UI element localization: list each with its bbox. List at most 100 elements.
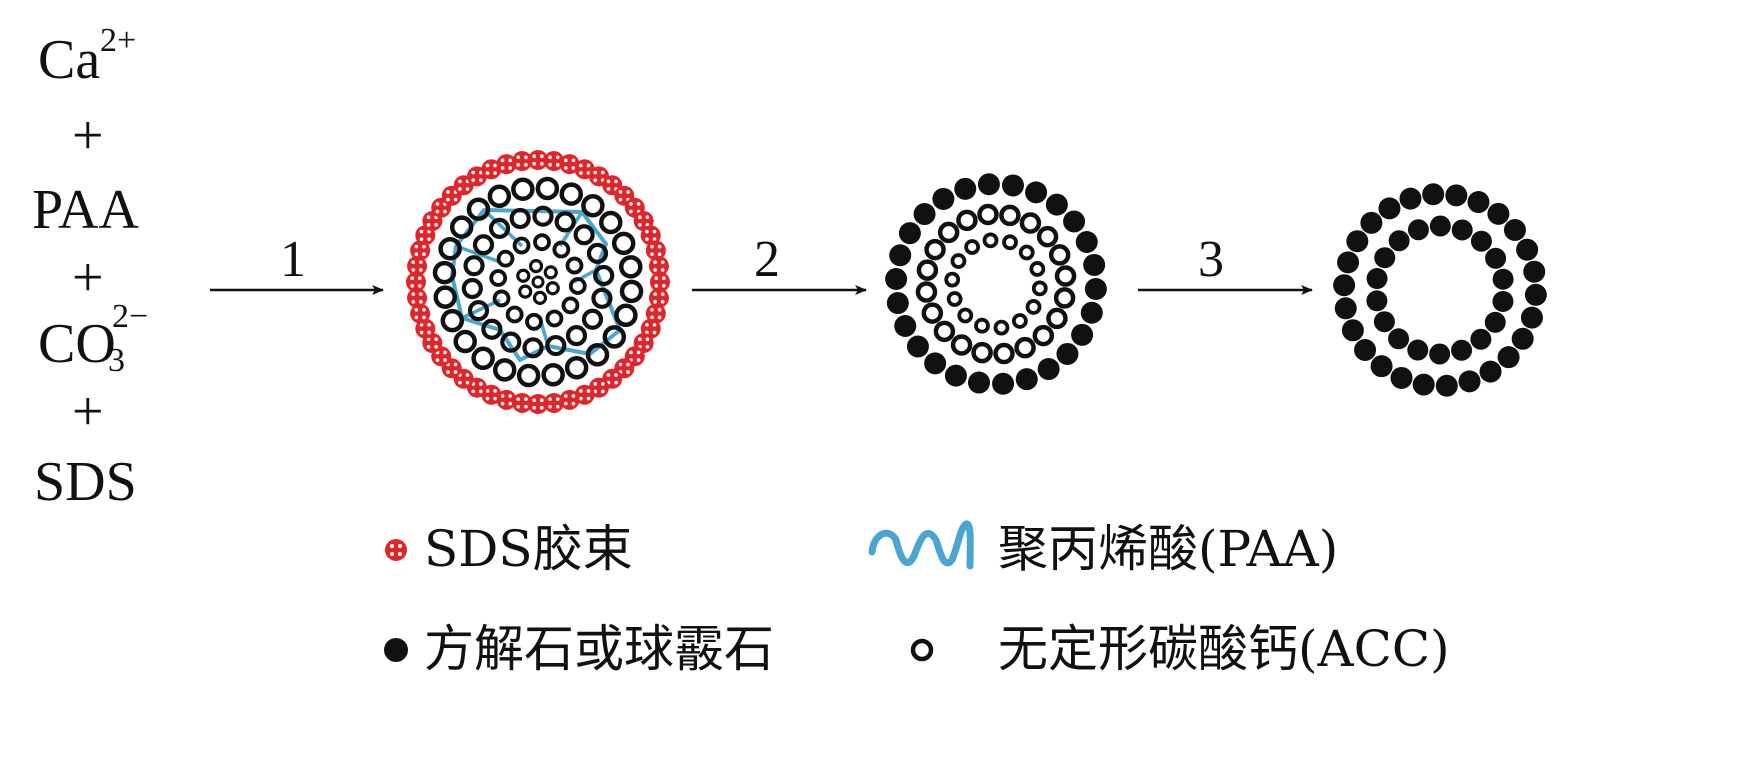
sds-micelle: [648, 287, 669, 308]
acc-particle: [614, 303, 638, 328]
calcite-particle: [1451, 339, 1473, 361]
acc-particle: [531, 275, 545, 289]
calcite-particle: [1407, 219, 1429, 241]
calcite-particle: [1484, 311, 1506, 333]
calcite-particle: [1497, 346, 1520, 369]
acc-particle: [964, 239, 981, 255]
legend-sds-micelle: SDS胶束: [424, 520, 633, 578]
calcite-particle: [1523, 260, 1546, 283]
sds-micelle: [407, 287, 428, 308]
acc-particle: [581, 193, 605, 218]
calcite-particle: [1333, 274, 1356, 297]
calcite-particle: [977, 173, 1000, 196]
calcite-particle: [1037, 358, 1060, 381]
acc-particle: [916, 259, 939, 281]
calcite-particle: [1412, 373, 1435, 396]
reactant-co: CO: [38, 313, 116, 375]
calcite-particle: [1511, 327, 1534, 350]
acc-particle: [1053, 287, 1076, 309]
acc-particle: [516, 268, 531, 283]
acc-particle: [500, 331, 522, 353]
acc-particle: [533, 233, 551, 252]
acc-particle: [586, 242, 609, 265]
sds-micelle: [543, 392, 564, 413]
acc-particle: [438, 236, 462, 261]
acc-particle: [564, 355, 589, 380]
calcite-particle: [1346, 230, 1369, 253]
reactant-co-subscript: 3: [108, 342, 125, 379]
acc-particle: [1011, 313, 1028, 329]
calcite-particle: [1492, 268, 1514, 290]
acc-particle: [1025, 299, 1042, 315]
calcite-particle: [1516, 238, 1539, 261]
calcite-particle: [1075, 231, 1098, 254]
acc-particle: [518, 284, 533, 299]
acc-particle: [924, 238, 946, 261]
acc-particle: [496, 249, 515, 268]
calcite-particle: [1071, 323, 1094, 346]
sds-micelle: [407, 256, 428, 277]
calcite-particle: [1458, 370, 1481, 393]
acc-particle: [554, 211, 576, 233]
particle-stage-2: [885, 173, 1107, 395]
calcite-particle: [1520, 306, 1543, 329]
sds-micelle: [645, 240, 666, 261]
acc-particle: [993, 342, 1015, 365]
acc-particle: [944, 271, 961, 288]
calcite-particle: [1399, 187, 1422, 210]
acc-particle: [915, 281, 938, 303]
calcite-dot-icon: [384, 638, 408, 662]
acc-particle: [1018, 244, 1035, 261]
acc-particle: [440, 308, 465, 333]
calcite-particle: [1341, 319, 1364, 342]
calcite-particle: [1407, 339, 1429, 361]
reactant-co-charge: 2−: [112, 298, 149, 335]
calcite-particle: [1470, 328, 1492, 350]
acc-particle: [561, 296, 580, 315]
calcite-particle: [913, 203, 936, 226]
sds-micelle: [543, 151, 564, 172]
calcite-particle: [1366, 290, 1388, 312]
acc-particle: [541, 363, 565, 387]
calcite-particle: [1492, 290, 1514, 312]
reactant-paa: PAA: [32, 179, 139, 241]
sds-micelle: [410, 303, 431, 324]
reactant-sds: SDS: [34, 451, 137, 513]
acc-particle: [545, 281, 560, 296]
sds-micelle: [415, 318, 436, 339]
sds-micelle: [559, 154, 580, 175]
step-3-label: 3: [1198, 231, 1224, 288]
sds-micelle: [640, 225, 661, 246]
acc-particle: [1014, 336, 1036, 359]
reactant-plus-2: +: [72, 247, 104, 309]
acc-particle: [552, 240, 571, 259]
acc-particle: [492, 358, 517, 382]
acc-particle: [619, 255, 643, 279]
acc-particle: [432, 260, 457, 285]
acc-particle: [585, 343, 610, 367]
calcite-particle: [894, 314, 917, 337]
acc-particle: [532, 205, 554, 227]
acc-particle: [982, 232, 999, 249]
sds-micelle: [512, 392, 533, 413]
acc-particle: [565, 256, 584, 275]
calcite-particle: [1487, 202, 1510, 225]
acc-particle: [463, 255, 485, 277]
acc-particle: [921, 302, 944, 324]
sds-micelle: [496, 389, 517, 410]
acc-particle: [461, 277, 483, 300]
calcite-particle: [1422, 183, 1445, 206]
calcite-particle: [1451, 219, 1473, 241]
calcite-particle: [898, 222, 921, 245]
legend-paa: 聚丙烯酸(PAA): [998, 520, 1339, 578]
step-2-label: 2: [754, 231, 780, 288]
acc-particle: [528, 259, 544, 274]
acc-particle: [492, 289, 511, 308]
acc-particle: [516, 363, 541, 388]
sds-micelle: [648, 256, 669, 277]
sds-micelle: [481, 159, 502, 180]
calcite-particle: [1366, 268, 1388, 290]
paa-chain-icon: [868, 520, 974, 570]
